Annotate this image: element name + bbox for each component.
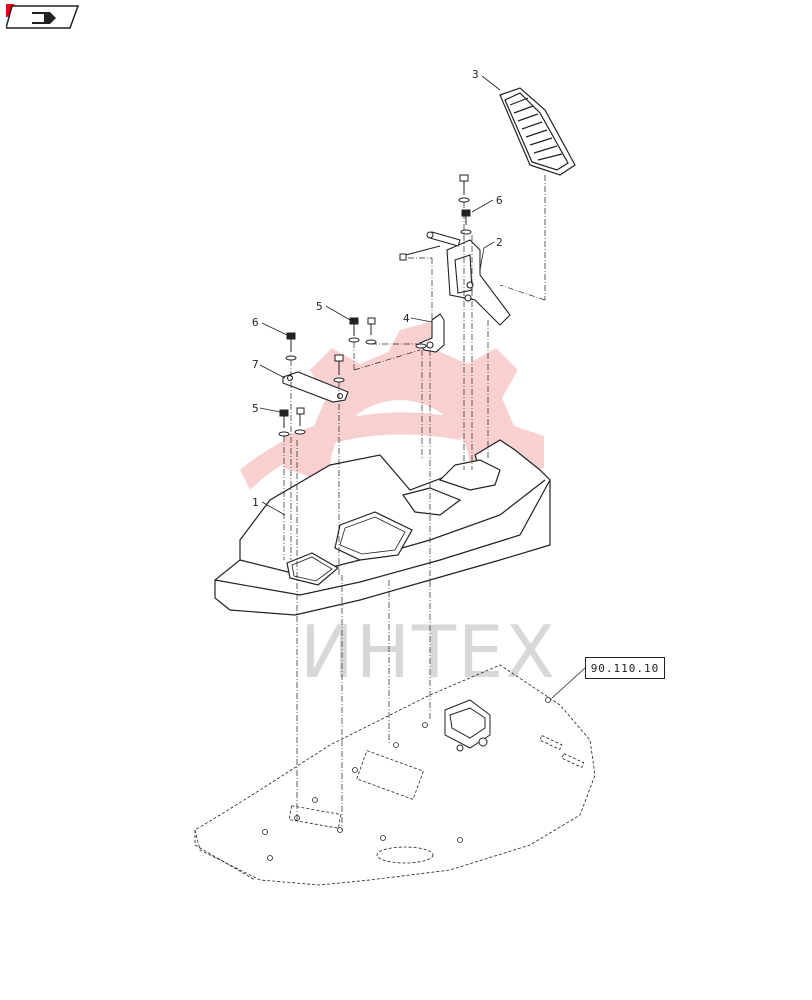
reference-link[interactable]: 90.110.10	[585, 657, 665, 679]
hinge-plate	[446, 239, 511, 326]
callout-6a: 6	[252, 316, 259, 329]
callout-5b: 5	[252, 402, 259, 415]
strap-plate	[282, 371, 349, 403]
assembly-lines	[283, 175, 546, 830]
watermark-text: ИНТЕХ	[300, 610, 557, 694]
base-frame	[194, 664, 596, 886]
pedal	[499, 87, 576, 176]
back-button[interactable]	[6, 4, 80, 30]
callout-1: 1	[252, 496, 259, 509]
bolts	[278, 174, 472, 437]
base-bolts	[262, 697, 551, 861]
callout-5a: 5	[316, 300, 323, 313]
leader-lines	[259, 75, 586, 699]
callout-6b: 6	[496, 194, 503, 207]
floor-mat	[214, 439, 551, 616]
base-bracket	[444, 699, 491, 752]
rod-bracket	[419, 313, 445, 353]
back-arrow-icon	[32, 12, 56, 24]
callout-7: 7	[252, 358, 259, 371]
callout-2: 2	[496, 236, 503, 249]
callout-4: 4	[403, 312, 410, 325]
callout-3: 3	[472, 68, 479, 81]
